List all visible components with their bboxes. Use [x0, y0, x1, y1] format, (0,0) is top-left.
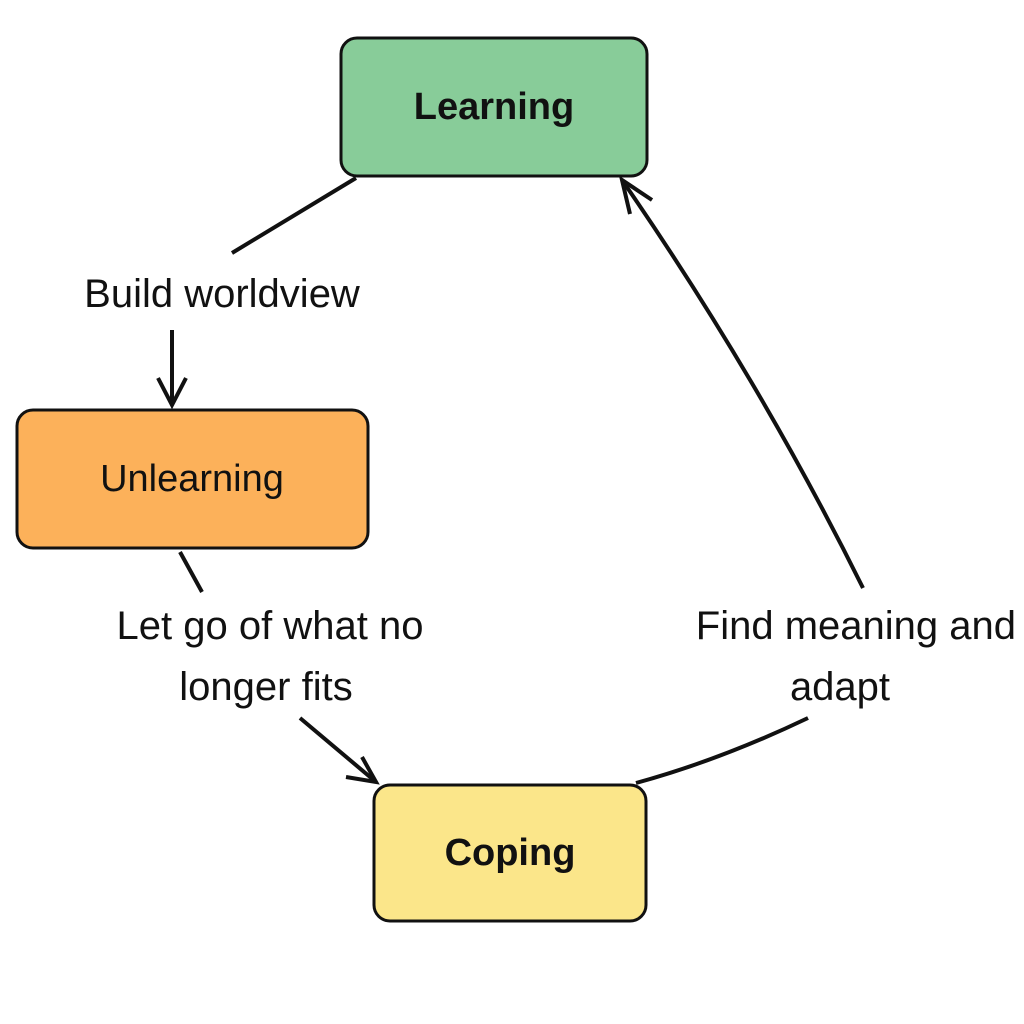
- edge-line-learning-to-build-label: [230, 176, 358, 255]
- edge-label-find-meaning-line2: adapt: [790, 665, 890, 709]
- node-unlearning-label: Unlearning: [100, 458, 284, 500]
- node-coping: Coping: [372, 783, 648, 923]
- edge-curve-coping-to-adapt-label: [635, 716, 809, 785]
- arrowhead-down-icon: [156, 377, 188, 410]
- edge-unlearning-to-coping: [178, 551, 380, 785]
- node-coping-label: Coping: [445, 832, 576, 874]
- arrowhead-diagonal-icon: [345, 756, 380, 785]
- node-learning: Learning: [339, 36, 649, 178]
- edge-coping-to-learning: [618, 175, 865, 785]
- node-unlearning: Unlearning: [15, 408, 370, 550]
- edge-curve-find-label-to-learning: [620, 178, 865, 589]
- node-learning-box: [339, 36, 649, 178]
- edge-line-unlearning-to-letgo-label: [178, 551, 204, 593]
- edge-label-build-worldview: Build worldview: [84, 272, 360, 316]
- edge-label-find-meaning-line1: Find meaning and: [696, 604, 1016, 648]
- edge-label-let-go-line2: longer fits: [179, 665, 352, 709]
- node-learning-label: Learning: [414, 86, 574, 128]
- edge-label-let-go-line1: Let go of what no: [117, 604, 424, 648]
- edge-learning-to-unlearning: [156, 176, 358, 410]
- edge-arrow-letgo-label-to-coping: [298, 716, 378, 784]
- arrowhead-up-icon: [618, 175, 654, 215]
- node-unlearning-box: [15, 408, 370, 550]
- node-coping-box: [372, 783, 648, 923]
